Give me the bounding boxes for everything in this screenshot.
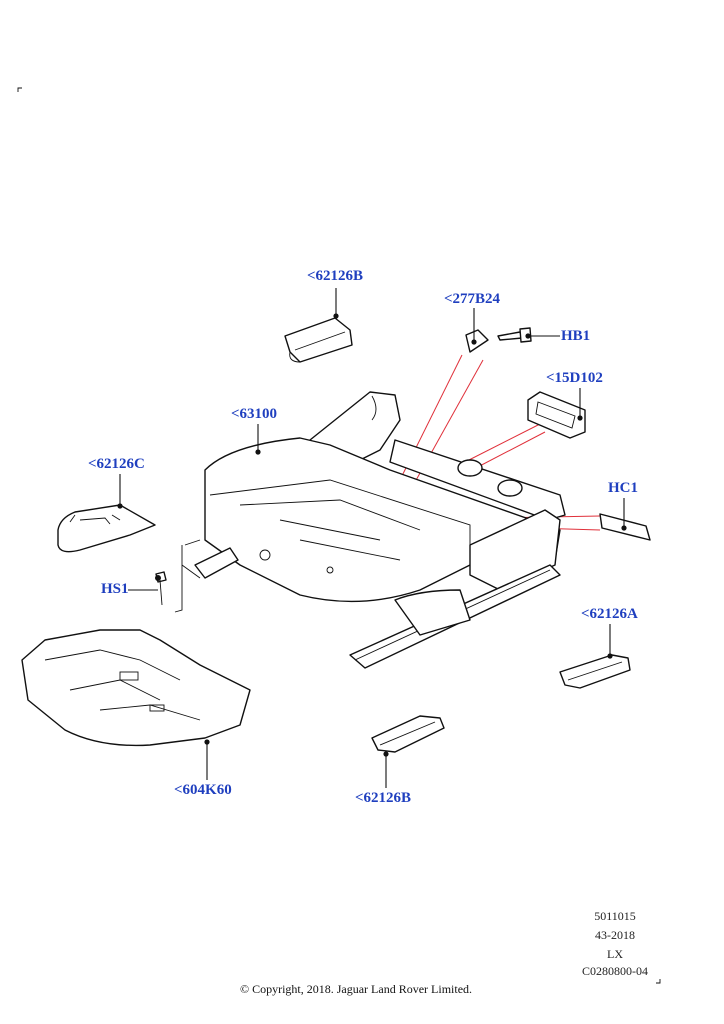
callout-277B24[interactable]: <277B24 [444, 291, 501, 307]
part-62126C-cover [57, 504, 156, 553]
callout-604K60[interactable]: <604K60 [174, 782, 232, 798]
part-62126A-cover [559, 654, 631, 689]
seat-cushion-frame [194, 391, 566, 669]
callout-HC1[interactable]: HC1 [608, 480, 638, 496]
callout-62126B-bottom[interactable]: <62126B [355, 790, 412, 806]
meta-code-1: 5011015 [594, 909, 636, 923]
meta-code-4: C0280800-04 [582, 964, 648, 978]
callout-63100[interactable]: <63100 [231, 406, 278, 422]
callout-62126B-top[interactable]: <62126B [307, 268, 364, 284]
callout-HB1[interactable]: HB1 [561, 328, 591, 344]
callout-15D102[interactable]: <15D102 [546, 370, 603, 386]
copyright-notice: © Copyright, 2018. Jaguar Land Rover Lim… [239, 982, 473, 996]
crop-mark-top-left [17, 87, 22, 92]
callout-62126A[interactable]: <62126A [581, 606, 638, 622]
callout-HS1[interactable]: HS1 [101, 581, 129, 597]
callout-62126C[interactable]: <62126C [88, 456, 145, 472]
part-604K60-undertray [21, 629, 251, 747]
meta-code-2: 43-2018 [595, 928, 635, 942]
part-277B24-clip [465, 329, 489, 353]
meta-code-3: LX [607, 947, 623, 961]
part-15D102-module [527, 391, 586, 439]
part-62126B-bottom [371, 715, 445, 753]
part-62126B-top [284, 317, 353, 363]
part-HS1-screw [155, 539, 201, 613]
leader-lines [117, 288, 627, 788]
crop-mark-bottom-right [656, 979, 661, 984]
